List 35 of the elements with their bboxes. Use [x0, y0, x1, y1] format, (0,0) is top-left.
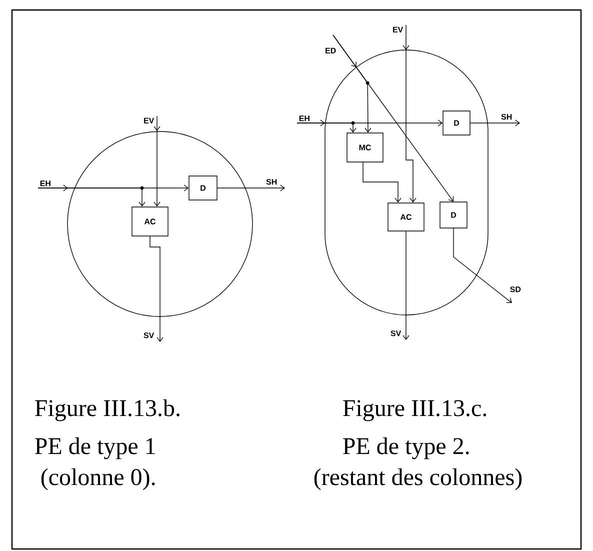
arrow: [402, 24, 416, 203]
figure-caption: Figure III.13.c.: [343, 400, 486, 422]
signal-label: SV: [144, 332, 154, 338]
capsule-outline: [324, 50, 488, 316]
figure-caption: Figure III.13.b.: [35, 399, 180, 422]
signal-label: ED: [326, 48, 336, 54]
caption-text: PE de type 1: [35, 437, 155, 460]
signal-label: EH: [299, 116, 310, 122]
signal-label: EV: [393, 26, 404, 32]
process-box: MC: [346, 132, 384, 162]
arrow: [150, 236, 164, 342]
process-box: D: [440, 202, 468, 228]
signal-label: SH: [266, 179, 277, 185]
arrow: [154, 116, 160, 207]
signal-label: SD: [510, 286, 521, 292]
caption-text: (colonne 0).: [41, 468, 155, 490]
caption-text: (restant des colonnes): [314, 468, 522, 490]
arrow: [470, 120, 520, 126]
arrow: [402, 231, 410, 340]
arrow: [296, 121, 356, 133]
signal-label: EV: [144, 118, 154, 124]
signal-label: SH: [501, 114, 512, 120]
arrow: [362, 162, 402, 203]
circle-outline: [67, 131, 253, 317]
process-box: D: [188, 176, 218, 200]
signal-label: SV: [390, 330, 402, 336]
process-box: AC: [388, 202, 424, 232]
arrow: [453, 228, 512, 303]
arrow: [332, 34, 372, 133]
process-box: AC: [132, 206, 168, 236]
caption-text: PE de type 2.: [343, 437, 469, 460]
process-box: D: [442, 110, 470, 136]
arrow: [38, 186, 146, 207]
signal-label: EH: [40, 180, 50, 186]
arrow: [217, 184, 285, 192]
